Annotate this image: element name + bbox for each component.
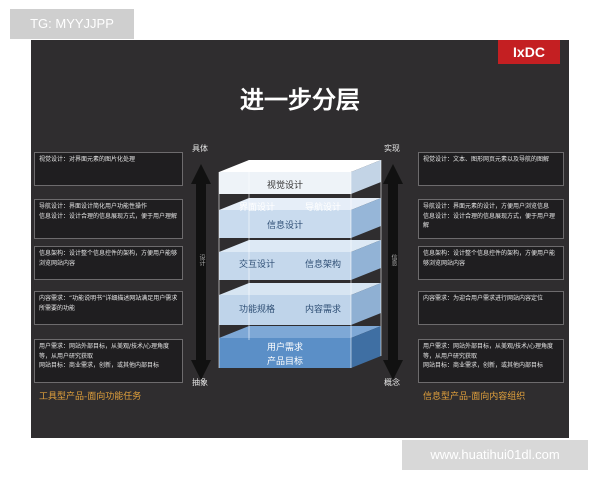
slide-title: 进一步分层 (240, 86, 360, 114)
layer-slab-bottom (219, 326, 381, 368)
left-bottom-label: 抽象 (192, 378, 208, 387)
diagram-frame (218, 160, 382, 368)
left-box-visual: 视觉设计：对界面元素的图片化处理 (34, 152, 183, 186)
ixdc-logo: IxDC (498, 40, 560, 64)
right-bottom-label: 概念 (384, 378, 400, 387)
layer-slab-4 (219, 283, 381, 325)
layer-interface-design: 界面设计 (238, 203, 275, 213)
left-box-navigation: 导航设计：界面设计简化用户功能性操作信息设计：设计合理的信息展现方式，便于用户理… (34, 199, 183, 239)
right-arrow-text: 信息 (390, 254, 397, 266)
right-arrow (383, 164, 403, 380)
layer-visual-design: 视觉设计 (266, 181, 303, 191)
layer-info-architecture: 信息架构 (304, 260, 341, 270)
left-box-info-arch: 信息架构：设计整个信息控件的架构，方便用户能够浏览网站内容 (34, 246, 183, 280)
right-box-content: 内容需求：为迎合用户需求进行网站内容定位 (418, 291, 564, 325)
right-box-user-needs: 用户需求：网站外部目标，从美观/技术/心理角度等，从用户研究获取网站目标：商业需… (418, 339, 564, 383)
left-box-user-needs: 用户需求：网站外部目标，从美观/技术/心理角度等，从用户研究获取网站目标：商业需… (34, 339, 183, 383)
layer-content-requirements: 内容需求 (304, 305, 341, 315)
right-caption: 信息型产品-面向内容组织 (423, 392, 526, 402)
right-top-label: 实现 (384, 144, 400, 153)
layer-info-design: 信息设计 (266, 221, 303, 231)
watermark-url: www.huatihui01dl.com (402, 440, 588, 470)
layer-slab-2 (219, 198, 381, 238)
layer-interaction-design: 交互设计 (238, 260, 275, 270)
layer-diagram (191, 160, 403, 380)
right-box-info-arch: 信息架构：设计整个信息控件的架构，方便用户能够浏览网站内容 (418, 246, 564, 280)
left-arrow (191, 164, 211, 380)
left-arrow-text: 设计 (198, 254, 205, 266)
layer-product-goals: 产品目标 (266, 357, 303, 367)
right-box-navigation: 导航设计：界面元素的设计，方便用户浏览信息信息设计：设计合理的信息展现方式，便于… (418, 199, 564, 239)
watermark-tag: TG: MYYJJPP (10, 9, 134, 39)
left-box-content: 内容需求：“功能说明书”详细描述网站满足用户需求所需要的功能 (34, 291, 183, 325)
right-box-visual: 视觉设计：文本、图形网页元素以及导航的图解 (418, 152, 564, 186)
left-top-label: 具体 (192, 144, 208, 153)
layer-slab-3 (219, 240, 381, 280)
layer-user-needs: 用户需求 (266, 343, 303, 353)
layer-function-spec: 功能规格 (238, 305, 275, 315)
left-caption: 工具型产品-面向功能任务 (39, 392, 142, 402)
slide: IxDC 进一步分层 具体 抽象 视觉设计：对界面元素的图片化处理 导航设计：界… (31, 40, 569, 438)
layer-navigation-design: 导航设计 (304, 203, 341, 213)
layer-slab-top (219, 160, 381, 194)
